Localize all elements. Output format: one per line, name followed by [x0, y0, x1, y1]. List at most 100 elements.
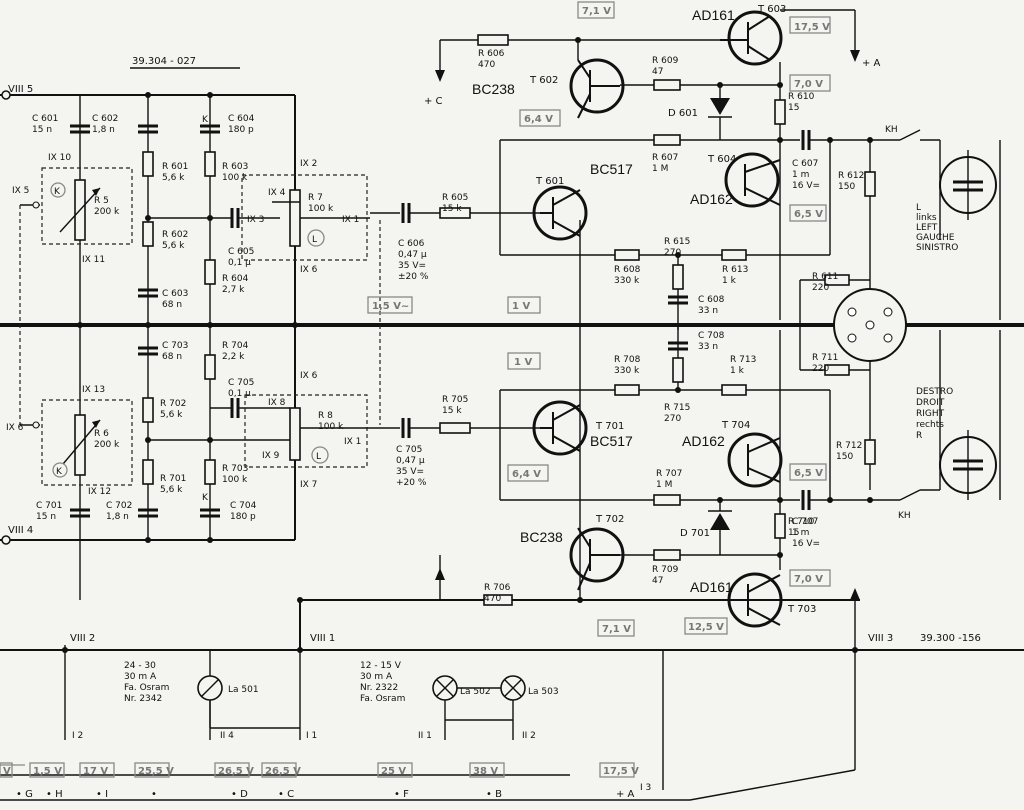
- component-r709-0: R 709: [652, 565, 679, 575]
- lamp-spec2-3: Fa. Osram: [360, 694, 405, 704]
- supply-section: [0, 645, 858, 801]
- component-r6-1: 200 k: [94, 440, 120, 450]
- component-r709-1: 47: [652, 576, 663, 586]
- rail-voltage: 38 V: [473, 766, 498, 777]
- component-r710-0: R 710: [788, 517, 815, 527]
- rail-name: + A: [616, 789, 635, 800]
- rail-voltage-box: [377, 762, 413, 778]
- component-r7-1: 100 k: [308, 204, 334, 214]
- voltage-v1b: 1 V: [514, 357, 532, 368]
- component-c707-1: 1 m: [792, 528, 809, 538]
- rail-voltage: 17,5 V: [603, 766, 639, 777]
- component-r704-0: R 704: [222, 341, 249, 351]
- pin-label: IX 8: [268, 398, 286, 408]
- lamp-spec1-0: 24 - 30: [124, 661, 156, 671]
- rail-voltage-box: [214, 762, 250, 778]
- component-c708-1: 33 n: [698, 342, 718, 352]
- component-c606-2: 35 V=: [398, 261, 426, 271]
- component-r707-0: R 707: [656, 469, 682, 479]
- component-kh1: KH: [885, 125, 898, 135]
- rail-voltage-box: [469, 762, 505, 778]
- speaker-left-label-4: SINISTRO: [916, 243, 958, 253]
- rail-voltage-box: [79, 762, 115, 778]
- component-r604-0: R 604: [222, 274, 249, 284]
- component-r8-0: R 8: [318, 411, 333, 421]
- component-c604-0: C 604: [228, 114, 255, 124]
- rail-voltage-box: [134, 762, 170, 778]
- component-c602-1: 1,8 n: [92, 125, 115, 135]
- lamp-spec2-2: Nr. 2322: [360, 683, 398, 693]
- component-c603-1: 68 n: [162, 300, 182, 310]
- component-r715-1: 270: [664, 414, 681, 424]
- rail-name: • F: [394, 789, 409, 800]
- component-r702-1: 5,6 k: [160, 410, 183, 420]
- component-r613-1: 1 k: [722, 276, 737, 286]
- pin-label: IX 1: [344, 437, 361, 447]
- svg-text:L: L: [312, 235, 317, 245]
- rail-voltage-box: [29, 762, 65, 778]
- pin-label: IX 12: [88, 487, 111, 497]
- component-r715-0: R 715: [664, 403, 690, 413]
- speaker-right-label-4: R: [916, 431, 922, 441]
- component-c704-0: C 704: [230, 501, 257, 511]
- port-viii5-label: VIII 5: [8, 84, 33, 95]
- annotation-a_t602: BC238: [472, 81, 515, 97]
- voltage-v71b: 7,1 V: [602, 624, 631, 635]
- component-r707-1: 1 M: [656, 480, 672, 490]
- component-k1: K: [202, 115, 209, 125]
- svg-text:K: K: [56, 467, 63, 477]
- pin-label: IX 1: [342, 215, 359, 225]
- input-coupling: [370, 203, 540, 438]
- pin-label: IX 10: [48, 153, 71, 163]
- lamp-spec2-1: 30 m A: [360, 672, 393, 682]
- rail-voltage: 17 V: [83, 766, 108, 777]
- transistor-t703-label: T 703: [787, 604, 816, 615]
- rail-voltage: 26,5 V: [218, 766, 254, 777]
- component-c601-0: C 601: [32, 114, 58, 124]
- rail-name: • B: [486, 789, 502, 800]
- port-viii5: [1, 90, 11, 100]
- speaker-left: [939, 140, 1001, 320]
- component-c606-3: ±20 %: [398, 272, 429, 282]
- lamp-spec1-3: Nr. 2342: [124, 694, 162, 704]
- lamp-spec1-1: 30 m A: [124, 672, 157, 682]
- component-r613-0: R 613: [722, 265, 748, 275]
- voltage-v64b: 6,4 V: [512, 469, 541, 480]
- bottom-tone-network: K L: [19, 205, 370, 543]
- pin-label: IX 9: [262, 451, 280, 461]
- transistor-t604-label: T 604: [707, 154, 736, 165]
- voltage-boxes: [367, 1, 831, 637]
- component-c705b-0: C 705: [396, 445, 422, 455]
- transistor-t602: [569, 58, 625, 119]
- component-r711-1: 220: [812, 364, 829, 374]
- component-r713-1: 1 k: [730, 366, 745, 376]
- speaker-left-label-2: LEFT: [916, 223, 938, 233]
- component-c601-1: 15 n: [32, 125, 52, 135]
- lamp-spec2-0: 12 - 15 V: [360, 661, 402, 671]
- drawing-number-top: 39.304 - 027: [132, 56, 196, 67]
- speaker-right: [939, 330, 1001, 500]
- component-c705-1: 0,1 µ: [228, 389, 251, 399]
- rail-voltage: 26,5 V: [265, 766, 301, 777]
- bottom-pin-i4: II 4: [220, 731, 234, 741]
- speaker-left-label-3: GAUCHE: [916, 233, 955, 243]
- rail-name: • C: [278, 789, 294, 800]
- voltage-v70a: 7,0 V: [794, 79, 823, 90]
- component-c608-1: 33 n: [698, 306, 718, 316]
- transistor-t702: [569, 527, 625, 591]
- component-c708-0: C 708: [698, 331, 725, 341]
- voltage-v71a: 7,1 V: [582, 6, 611, 17]
- component-r701-0: R 701: [160, 474, 186, 484]
- component-r609-0: R 609: [652, 56, 679, 66]
- transistor-t601-label: T 601: [535, 176, 564, 187]
- component-r605-1: 15 k: [442, 204, 462, 214]
- component-r602-0: R 602: [162, 230, 188, 240]
- component-r608-0: R 608: [614, 265, 641, 275]
- component-r704-1: 2,2 k: [222, 352, 245, 362]
- voltage-v175a: 17,5 V: [794, 22, 830, 33]
- component-c604-1: 180 p: [228, 125, 254, 135]
- annotation-a_t601: BC517: [590, 161, 633, 177]
- component-r712-0: R 712: [836, 441, 862, 451]
- annotation-a_t603: AD161: [692, 7, 735, 23]
